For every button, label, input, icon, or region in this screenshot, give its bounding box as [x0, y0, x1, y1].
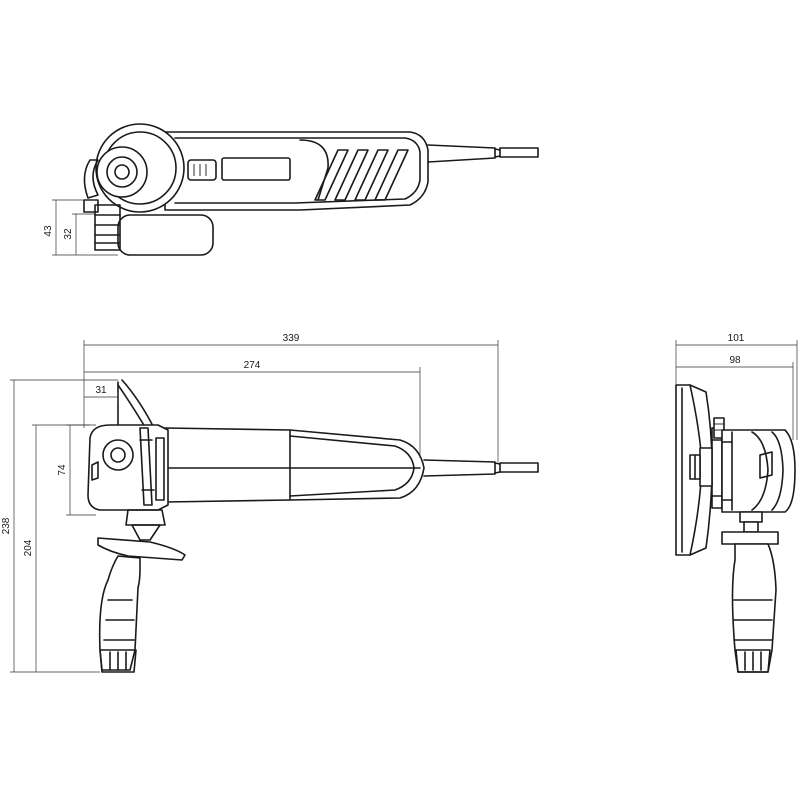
dimension-43: 43 — [43, 225, 54, 237]
dimension-101: 101 — [728, 333, 745, 344]
dimension-339: 339 — [283, 333, 300, 344]
front-view: 101 98 — [675, 333, 798, 673]
dimension-98: 98 — [729, 355, 741, 366]
dimension-238: 238 — [1, 517, 12, 534]
dimension-204: 204 — [23, 539, 34, 556]
dimension-31: 31 — [95, 385, 107, 396]
dimension-74: 74 — [57, 464, 68, 476]
side-view: 339 274 31 74 238 204 — [1, 333, 539, 673]
top-view: 43 32 — [43, 123, 539, 256]
dimension-32: 32 — [63, 228, 74, 240]
dimension-274: 274 — [244, 360, 261, 371]
